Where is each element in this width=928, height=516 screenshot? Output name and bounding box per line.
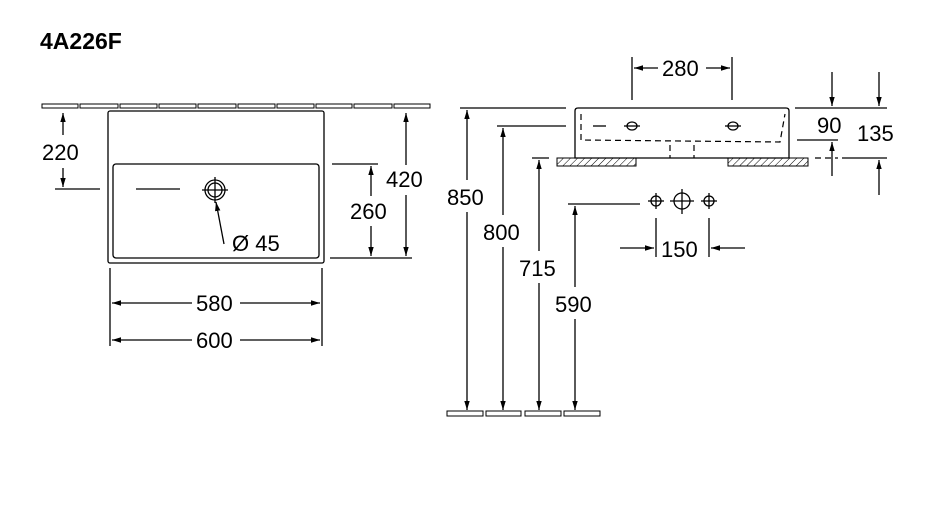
- dim-590: 590: [555, 292, 592, 317]
- dim-580: 580: [196, 291, 233, 316]
- dim-90: 90: [817, 113, 841, 138]
- tap-hole-icon: [624, 121, 741, 131]
- dim-715: 715: [519, 256, 556, 281]
- dim-420: 420: [386, 167, 423, 192]
- model-number-title: 4A226F: [40, 28, 122, 54]
- basin-outline: [107, 110, 325, 264]
- floor-tiles: [446, 410, 601, 417]
- wall-bracket-right: [727, 157, 809, 167]
- bowl-outline: [112, 163, 320, 259]
- dim-220: 220: [42, 140, 79, 165]
- dim-135: 135: [857, 121, 894, 146]
- basin-side-outline: [574, 107, 790, 159]
- dim-600: 600: [196, 328, 233, 353]
- tap-holes-icon: [648, 189, 717, 214]
- wall-tiles: [41, 103, 431, 109]
- dim-280: 280: [662, 56, 699, 81]
- dim-260: 260: [350, 199, 387, 224]
- front-view: Ø 45 220 260 420 580 600: [41, 103, 431, 353]
- dim-850: 850: [447, 185, 484, 210]
- wall-bracket-left: [556, 157, 637, 167]
- dim-150: 150: [661, 237, 698, 262]
- drain-diameter-label: Ø 45: [232, 231, 280, 256]
- dim-800: 800: [483, 220, 520, 245]
- drain-icon: [202, 177, 228, 203]
- side-view: 280 90 135 850 800 715 590: [446, 56, 894, 417]
